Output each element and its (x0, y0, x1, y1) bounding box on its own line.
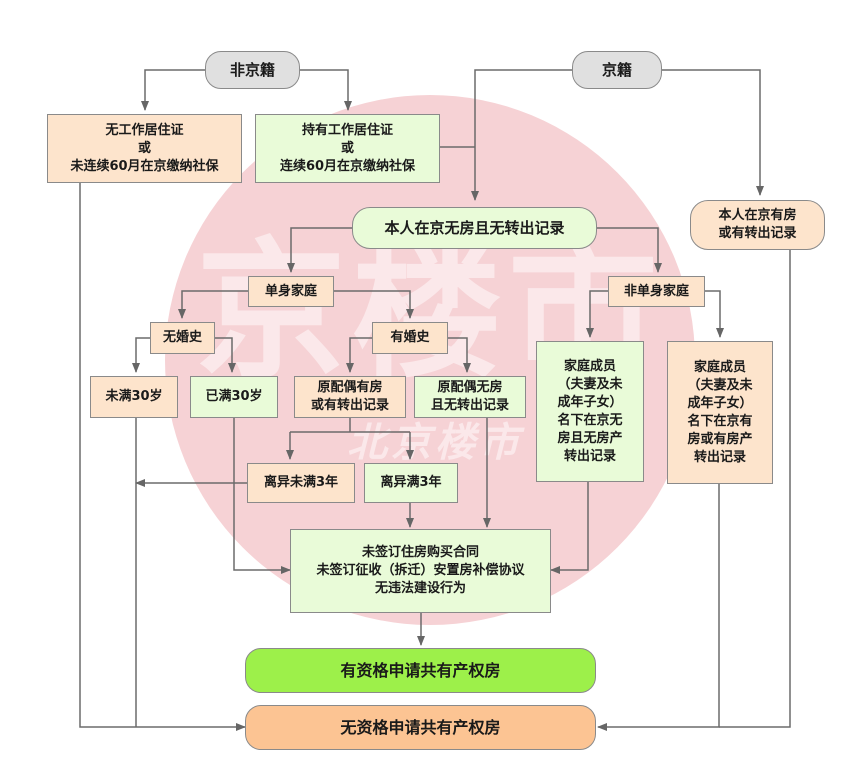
node-beijing-hukou: 京籍 (572, 51, 662, 89)
node-no-house-no-record: 本人在京无房且无转出记录 (352, 207, 597, 249)
node-ex-spouse-no-house: 原配偶无房 且无转出记录 (414, 376, 526, 418)
node-ex-spouse-has-house: 原配偶有房 或有转出记录 (294, 376, 406, 418)
watermark-sub-text: 北京楼市 (347, 420, 523, 466)
node-never-married: 无婚史 (150, 322, 215, 354)
node-divorced-under-3-years: 离异未满3年 (247, 463, 355, 503)
node-ineligible: 无资格申请共有产权房 (245, 705, 596, 750)
node-has-married: 有婚史 (372, 322, 448, 354)
node-has-house-or-record: 本人在京有房 或有转出记录 (690, 200, 825, 250)
node-purchase-conditions: 未签订住房购买合同 未签订征收（拆迁）安置房补偿协议 无违法建设行为 (290, 529, 551, 613)
node-non-single-family: 非单身家庭 (608, 276, 705, 307)
node-non-beijing-hukou: 非京籍 (205, 51, 300, 89)
node-under-30: 未满30岁 (90, 376, 178, 418)
node-over-30: 已满30岁 (190, 376, 278, 418)
node-family-has-house: 家庭成员 （夫妻及未 成年子女） 名下在京有 房或有房产 转出记录 (667, 341, 773, 484)
node-family-no-house: 家庭成员 （夫妻及未 成年子女） 名下在京无 房且无房产 转出记录 (536, 341, 644, 482)
node-eligible: 有资格申请共有产权房 (245, 648, 596, 693)
node-divorced-3-years: 离异满3年 (364, 463, 458, 503)
node-no-work-permit: 无工作居住证 或 未连续60月在京缴纳社保 (47, 114, 242, 183)
node-single-family: 单身家庭 (248, 276, 334, 307)
node-has-work-permit: 持有工作居住证 或 连续60月在京缴纳社保 (255, 114, 440, 183)
